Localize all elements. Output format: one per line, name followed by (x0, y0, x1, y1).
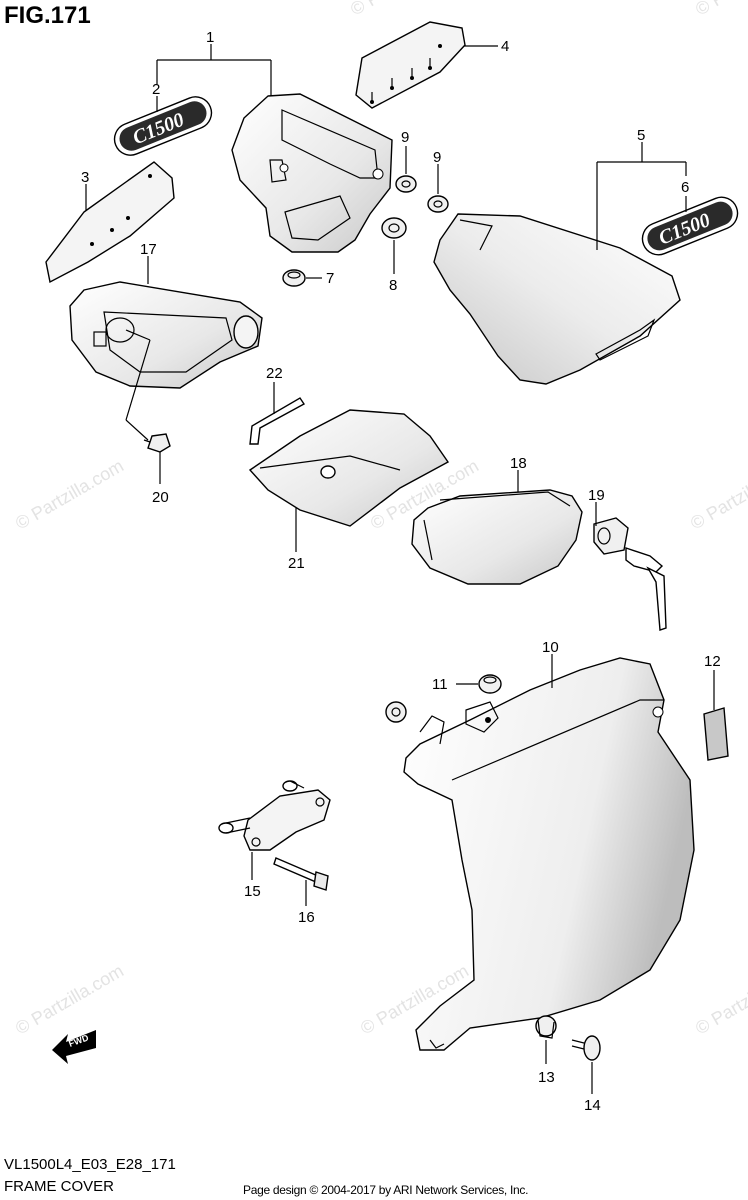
callout-14: 14 (584, 1097, 601, 1114)
callout-9: 9 (401, 129, 409, 146)
part-21-tool-bag (248, 409, 450, 527)
part-5-right-frame-cover (433, 213, 681, 385)
part-9-grommet (395, 175, 417, 193)
part-18-storage-box (411, 489, 583, 585)
watermark-text: © Partzilla.com (12, 455, 127, 533)
model-code: VL1500L4_E03_E28_171 (4, 1156, 176, 1173)
callout-18: 18 (510, 455, 527, 472)
callout-11: 11 (432, 676, 448, 693)
callout-12: 12 (704, 653, 721, 670)
part-15-bracket (218, 780, 331, 851)
part-11-grommet (478, 674, 502, 694)
part-9-grommet (427, 195, 449, 213)
callout-20: 20 (152, 489, 169, 506)
callout-17: 17 (140, 241, 157, 258)
part-12-label (703, 707, 729, 761)
callout-6: 6 (681, 179, 689, 196)
callout-15: 15 (244, 883, 261, 900)
callout-19: 19 (588, 487, 605, 504)
callout-1: 1 (206, 29, 214, 46)
part-14-screw (571, 1035, 601, 1061)
part-4-pad (355, 21, 466, 109)
part-19-lock-set (593, 517, 667, 631)
part-20-bolt (143, 433, 171, 453)
part-2-emblem: C1500 (113, 96, 213, 156)
callout-10: 10 (542, 639, 559, 656)
watermark-text: © Partzilla.com (692, 0, 748, 19)
part-3-pad (45, 161, 175, 284)
part-6-emblem: C1500 (641, 196, 739, 256)
part-7-cushion (282, 269, 306, 287)
callout-16: 16 (298, 909, 315, 926)
callout-9b: 9 (433, 149, 441, 166)
callout-22: 22 (266, 365, 283, 382)
callout-13: 13 (538, 1069, 555, 1086)
callout-2: 2 (152, 81, 160, 98)
callout-8: 8 (389, 277, 397, 294)
part-10-grommet-small (385, 701, 407, 723)
part-10-cover (403, 657, 695, 1051)
callout-7: 7 (326, 270, 334, 287)
copyright-notice: Page design © 2004-2017 by ARI Network S… (243, 1183, 529, 1197)
watermark-text: © Partzilla.com (687, 455, 748, 533)
part-16-bolt (273, 857, 329, 891)
watermark-text: © Partzilla.com (12, 960, 127, 1038)
part-8-grommet (381, 217, 407, 239)
callout-3: 3 (81, 169, 89, 186)
section-name: FRAME COVER (4, 1178, 115, 1195)
callout-5: 5 (637, 127, 645, 144)
callout-21: 21 (288, 555, 305, 572)
figure-title: FIG.171 (4, 2, 91, 29)
part-13-grommet (535, 1015, 557, 1039)
part-1-left-frame-cover (231, 93, 393, 253)
callout-labels: 1 2 3 4 5 6 7 8 9 9 10 11 12 13 14 15 16… (81, 29, 721, 1114)
watermark-text: © Partzilla.com (347, 0, 462, 19)
part-22-wrench (249, 397, 306, 445)
part-17-storage-box (69, 281, 263, 389)
leader-lines (85, 44, 715, 1094)
fwd-arrow-icon: FWD (52, 1030, 96, 1064)
callout-4: 4 (501, 38, 509, 55)
watermark-text: © Partzilla.com (692, 960, 748, 1038)
